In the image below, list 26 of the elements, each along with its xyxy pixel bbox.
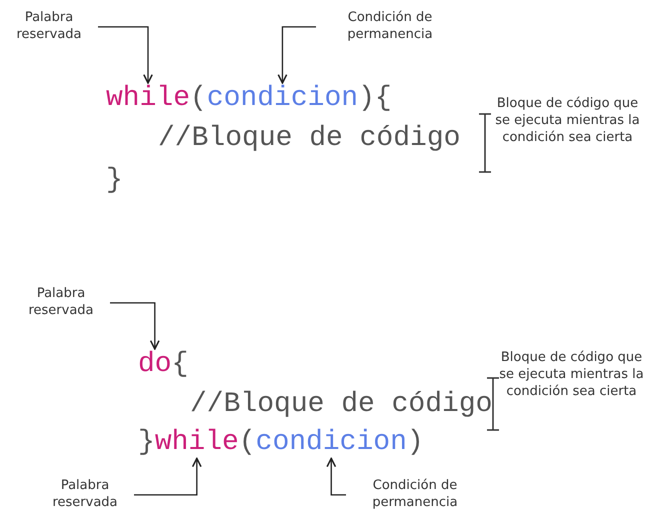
keyword-text: do [138,350,172,380]
code-punctuation: { [172,350,188,380]
keyword-text: while [154,428,239,458]
annotation-text: Bloque de código que se ejecuta mientras la condición sea cierta [498,350,645,401]
keyword-text: while [106,84,190,114]
leader-arrow [98,26,153,84]
condition-text: condicion [206,84,358,114]
leader-arrow [278,26,316,84]
code-punctuation: ( [238,428,256,458]
annotation-text: Bloque de código que se ejecuta mientras la condición sea cierta [494,96,641,147]
annotation-text: Condición de permanencia [350,478,480,512]
leader-arrow [134,458,202,496]
leader-arrow [326,458,346,496]
code-punctuation: ){ [358,84,392,114]
annotation-text: Condición de permanencia [320,10,460,44]
code-punctuation: ( [190,84,207,114]
code-punctuation: } [138,428,155,458]
annotation-text: Palabra reservada [16,286,106,320]
annotation-text: Palabra reservada [4,10,94,44]
annotation-text: Palabra reservada [40,478,130,512]
code-comment: //Bloque de código [190,390,492,420]
code-punctuation: } [106,166,123,196]
condition-text: condicion [256,428,407,458]
code-punctuation: ) [406,428,424,458]
leader-arrow [110,302,160,350]
code-comment: //Bloque de código [158,124,460,154]
